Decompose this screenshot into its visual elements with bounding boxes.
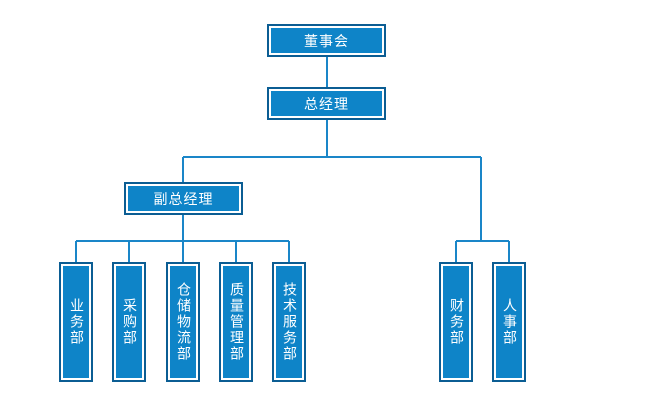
department-node-logistics: 仓储物流部 — [166, 262, 200, 382]
department-label: 仓储物流部 — [175, 282, 192, 362]
general-manager-node: 总经理 — [267, 87, 386, 120]
department-label: 技术服务部 — [281, 282, 298, 362]
deputy-general-manager-label: 副总经理 — [153, 191, 214, 208]
board-label: 董事会 — [304, 33, 349, 50]
department-node-business: 业务部 — [59, 262, 93, 382]
department-node-tech-service: 技术服务部 — [272, 262, 306, 382]
department-node-hr: 人事部 — [492, 262, 526, 382]
department-node-finance: 财务部 — [439, 262, 473, 382]
department-node-purchasing: 采购部 — [112, 262, 146, 382]
department-label: 人事部 — [501, 298, 518, 346]
general-manager-label: 总经理 — [304, 96, 349, 113]
department-label: 采购部 — [121, 298, 138, 346]
department-node-quality: 质量管理部 — [219, 262, 253, 382]
board-node: 董事会 — [267, 24, 386, 57]
department-label: 业务部 — [68, 298, 85, 346]
department-label: 质量管理部 — [228, 282, 245, 362]
deputy-general-manager-node: 副总经理 — [124, 182, 243, 215]
department-label: 财务部 — [448, 298, 465, 346]
